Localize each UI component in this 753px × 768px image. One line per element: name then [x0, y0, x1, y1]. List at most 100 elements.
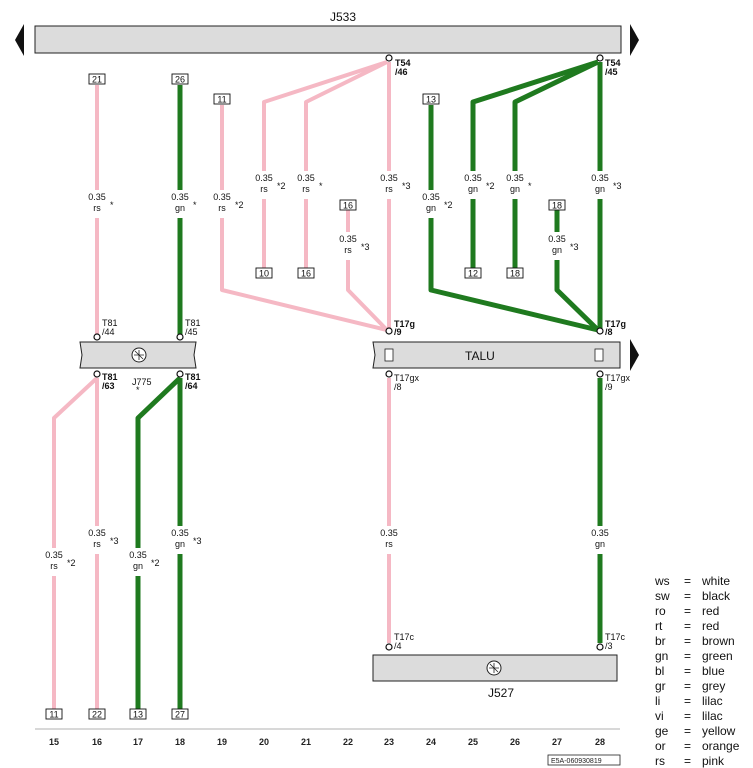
connector-t17gx-9: T17gx: [605, 373, 631, 383]
svg-text:bl: bl: [655, 664, 664, 678]
svg-text:E5A-060930819: E5A-060930819: [551, 758, 602, 765]
connector-t17g-9: T17g: [394, 319, 415, 329]
svg-text:br: br: [655, 634, 666, 648]
column-number: 18: [175, 737, 185, 747]
svg-text:rs: rs: [260, 184, 268, 194]
color-legend: ws=whitesw=blackro=redrt=redbr=browngn=g…: [654, 574, 740, 768]
svg-text:11: 11: [217, 95, 226, 105]
svg-text:0.35: 0.35: [213, 192, 231, 202]
svg-text:12: 12: [468, 269, 478, 279]
svg-text:0.35: 0.35: [464, 173, 482, 183]
legend-row: ro=red: [655, 604, 719, 618]
terminal-box: 13: [129, 708, 147, 720]
connector-t17g-8: T17g: [605, 319, 626, 329]
j533-gateway: J533: [15, 10, 639, 56]
legend-row: ws=white: [654, 574, 730, 588]
svg-text:/46: /46: [395, 67, 408, 77]
svg-text:18: 18: [552, 201, 562, 211]
column-number: 22: [343, 737, 353, 747]
svg-text:0.35: 0.35: [45, 550, 63, 560]
svg-text:*2: *2: [486, 181, 495, 191]
svg-text:21: 21: [92, 75, 102, 85]
svg-text:=: =: [684, 664, 691, 678]
terminal-box: 11: [45, 708, 63, 720]
svg-text:gn: gn: [552, 245, 562, 255]
legend-row: gn=green: [655, 649, 733, 663]
green-wires: [135, 59, 603, 710]
svg-text:=: =: [684, 589, 691, 603]
column-number: 20: [259, 737, 269, 747]
svg-text:/64: /64: [185, 381, 198, 391]
svg-text:pink: pink: [702, 754, 725, 768]
svg-text:/8: /8: [394, 382, 402, 392]
svg-text:rs: rs: [385, 539, 393, 549]
column-number: 15: [49, 737, 59, 747]
svg-text:=: =: [684, 634, 691, 648]
svg-text:ro: ro: [655, 604, 666, 618]
svg-text:=: =: [684, 649, 691, 663]
svg-text:0.35: 0.35: [88, 528, 106, 538]
svg-text:22: 22: [92, 710, 102, 720]
connector-pins: [93, 54, 604, 651]
connector-labels: T54 /46 T54 /45 T81 /44 T81 /45 T81 /63 …: [102, 58, 631, 651]
svg-text:0.35: 0.35: [171, 528, 189, 538]
svg-text:0.35: 0.35: [380, 528, 398, 538]
svg-text:=: =: [684, 694, 691, 708]
svg-text:0.35: 0.35: [88, 192, 106, 202]
svg-text:0.35: 0.35: [591, 528, 609, 538]
svg-text:rs: rs: [655, 754, 665, 768]
svg-text:gn: gn: [595, 539, 605, 549]
svg-text:=: =: [684, 724, 691, 738]
legend-row: bl=blue: [655, 664, 725, 678]
terminal-box: 12: [464, 267, 482, 279]
svg-text:/45: /45: [185, 327, 198, 337]
svg-text:ge: ge: [655, 724, 669, 738]
svg-text:0.35: 0.35: [129, 550, 147, 560]
column-number: 23: [384, 737, 394, 747]
svg-text:rt: rt: [655, 619, 663, 633]
svg-text:gn: gn: [133, 561, 143, 571]
connector-t54-45: T54: [605, 58, 621, 68]
left-arrow-icon: [15, 24, 24, 56]
svg-text:10: 10: [259, 269, 269, 279]
svg-text:grey: grey: [702, 679, 725, 693]
legend-row: br=brown: [655, 634, 735, 648]
svg-text:li: li: [655, 694, 660, 708]
wire-col22: [346, 210, 389, 332]
legend-row: li=lilac: [655, 694, 723, 708]
terminal-box: 16: [297, 267, 315, 279]
terminal-box: 21: [88, 73, 106, 85]
label-masks: [43, 171, 612, 576]
terminal-box: 18: [506, 267, 524, 279]
svg-text:rs: rs: [344, 245, 352, 255]
svg-text:gn: gn: [655, 649, 668, 663]
column-number: 21: [301, 737, 311, 747]
wire-col26: [512, 59, 600, 268]
connector-t17c-4: T17c: [394, 632, 415, 642]
svg-text:*3: *3: [193, 536, 202, 546]
svg-text:/9: /9: [394, 327, 402, 337]
svg-text:*: *: [528, 181, 532, 191]
svg-text:gn: gn: [510, 184, 520, 194]
ground-symbol-icon: [131, 347, 147, 363]
svg-text:18: 18: [510, 269, 520, 279]
svg-text:/45: /45: [605, 67, 618, 77]
svg-text:*2: *2: [277, 181, 286, 191]
svg-text:16: 16: [301, 269, 311, 279]
ground-symbol-icon: [486, 660, 502, 676]
legend-row: vi=lilac: [655, 709, 723, 723]
connector-t81-44: T81: [102, 318, 118, 328]
terminal-box: 13: [422, 93, 440, 105]
svg-text:*2: *2: [151, 558, 160, 568]
svg-text:16: 16: [343, 201, 353, 211]
terminal-box: 11: [213, 93, 231, 105]
